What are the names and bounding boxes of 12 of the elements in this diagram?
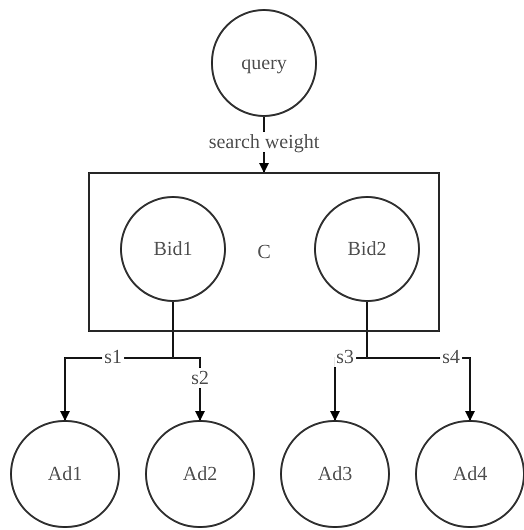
- edge-label: search weight: [206, 132, 322, 152]
- edge-label: s2: [189, 368, 211, 388]
- node-label: Bid2: [348, 237, 386, 262]
- node-label: Ad1: [48, 462, 82, 487]
- container-box: [88, 172, 440, 332]
- node-label: Bid1: [154, 237, 192, 262]
- node-label: C: [257, 240, 271, 265]
- node-label: query: [241, 51, 287, 76]
- node-label: Ad2: [182, 462, 218, 487]
- node-label: Ad4: [452, 462, 488, 487]
- edge-label: s3: [334, 347, 356, 367]
- node-label: Ad3: [318, 462, 352, 487]
